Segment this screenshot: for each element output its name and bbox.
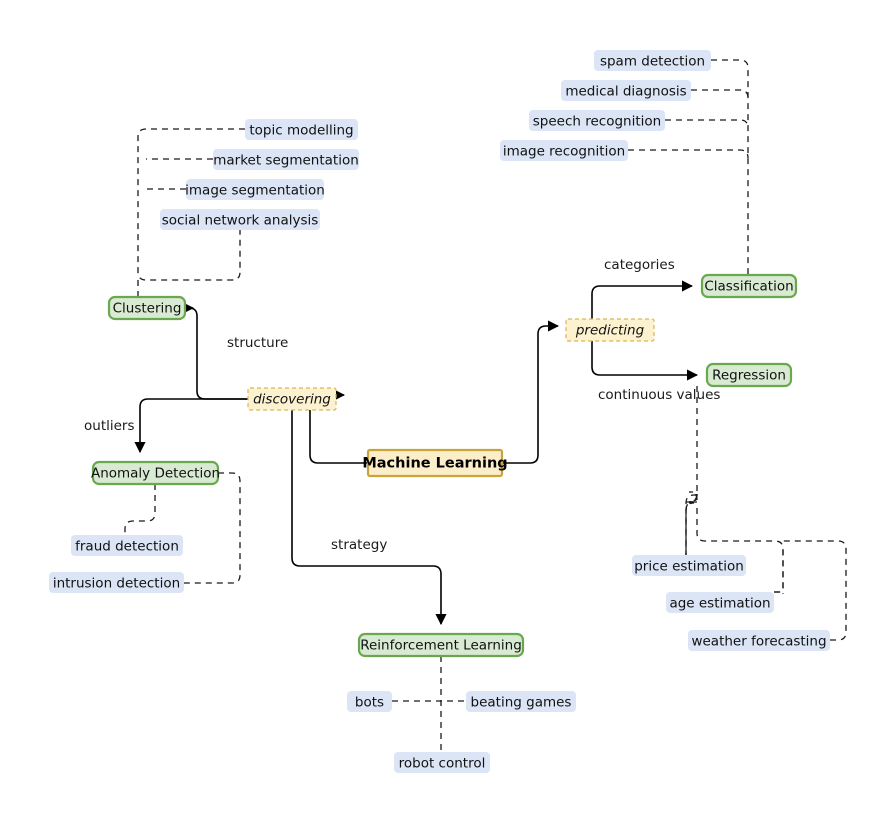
node-label: Anomaly Detection [91, 466, 220, 482]
leaf-medical-diagnosis[interactable]: medical diagnosis [561, 80, 691, 101]
leaf-price-estimation[interactable]: price estimation [632, 555, 746, 576]
leaf-label: intrusion detection [53, 576, 180, 592]
leaf-spam-detection[interactable]: spam detection [594, 50, 711, 71]
leaf-image-segmentation[interactable]: image segmentation [185, 179, 325, 200]
node-machine-learning-root[interactable]: Machine Learning [362, 448, 508, 478]
leaf-label: social network analysis [162, 213, 319, 229]
dashed-edges-group [124, 59, 847, 752]
edge-clustering-leaf-bus [137, 128, 245, 281]
edge-discovering-to-clustering [182, 302, 248, 400]
leaf-nodes-group: topic modelling market segmentation imag… [49, 50, 830, 773]
node-label: discovering [253, 392, 331, 408]
leaf-bots[interactable]: bots [347, 691, 392, 712]
leaf-label: fraud detection [75, 539, 179, 555]
leaf-label: market segmentation [213, 153, 359, 169]
edge-age-estimation-hook [774, 549, 784, 593]
node-label: Machine Learning [362, 456, 507, 472]
edge-regression-mid-node [696, 508, 784, 594]
edge-label-continuous-values: continuous values [598, 387, 720, 403]
edge-regression-main-drop [688, 386, 698, 503]
edge-label-structure: structure [227, 335, 288, 351]
leaf-label: beating games [471, 695, 572, 711]
stage-nodes-group: discovering predicting [247, 318, 655, 411]
edge-labels-group: structure outliers strategy categories c… [84, 257, 720, 553]
edge-anomaly-to-fraud-detection [124, 484, 156, 535]
edge-regression-left-arm [685, 494, 697, 556]
node-classification[interactable]: Classification [700, 273, 798, 299]
edge-regression-upper-hook [688, 491, 698, 501]
leaf-fraud-detection[interactable]: fraud detection [71, 535, 183, 556]
leaf-label: spam detection [600, 54, 705, 70]
node-label: Regression [712, 368, 786, 384]
node-reinforcement-learning[interactable]: Reinforcement Learning [357, 632, 525, 658]
edge-medical-diagnosis-stub [691, 89, 749, 99]
node-anomaly-detection[interactable]: Anomaly Detection [91, 460, 220, 486]
category-nodes-group: Clustering Anomaly Detection Reinforceme… [91, 273, 798, 658]
node-label: Classification [704, 279, 793, 295]
leaf-speech-recognition[interactable]: speech recognition [529, 110, 665, 131]
edge-label-categories: categories [604, 257, 675, 273]
edge-weather-forecasting-stub [783, 540, 847, 641]
leaf-label: age estimation [669, 596, 770, 612]
leaf-label: speech recognition [533, 114, 661, 130]
leaf-label: weather forecasting [691, 634, 826, 650]
node-discovering[interactable]: discovering [247, 387, 337, 411]
leaf-label: bots [355, 695, 384, 711]
leaf-social-network-analysis[interactable]: social network analysis [160, 209, 320, 230]
leaf-intrusion-detection[interactable]: intrusion detection [49, 572, 184, 593]
leaf-robot-control[interactable]: robot control [394, 752, 490, 773]
node-predicting[interactable]: predicting [565, 318, 655, 342]
leaf-label: medical diagnosis [565, 84, 686, 100]
leaf-market-segmentation[interactable]: market segmentation [213, 149, 359, 170]
node-label: Reinforcement Learning [360, 638, 522, 654]
node-label: predicting [575, 323, 645, 339]
leaf-label: price estimation [634, 559, 744, 575]
edge-spam-detection-stub [711, 59, 749, 275]
node-label: Clustering [113, 301, 182, 317]
node-regression[interactable]: Regression [705, 362, 793, 388]
leaf-topic-modelling[interactable]: topic modelling [245, 119, 358, 140]
edge-discovering-to-reinforcement [291, 410, 447, 626]
edge-image-recognition-stub [628, 149, 749, 159]
edge-discovering-to-anomaly [134, 398, 248, 454]
edge-speech-recognition-stub [665, 119, 749, 129]
leaf-label: image segmentation [185, 183, 325, 199]
edge-label-strategy: strategy [331, 537, 387, 553]
leaf-beating-games[interactable]: beating games [466, 691, 576, 712]
leaf-age-estimation[interactable]: age estimation [666, 592, 774, 613]
leaf-label: robot control [399, 756, 486, 772]
leaf-image-recognition[interactable]: image recognition [500, 140, 628, 161]
leaf-weather-forecasting[interactable]: weather forecasting [688, 630, 830, 651]
edge-anomaly-to-intrusion-detection [184, 472, 241, 584]
edge-ml-to-predicting [502, 320, 560, 464]
node-clustering[interactable]: Clustering [107, 295, 187, 321]
edge-regression-left-branch [685, 494, 698, 556]
edge-label-outliers: outliers [84, 418, 135, 434]
leaf-label: topic modelling [249, 123, 353, 139]
leaf-label: image recognition [503, 144, 625, 160]
